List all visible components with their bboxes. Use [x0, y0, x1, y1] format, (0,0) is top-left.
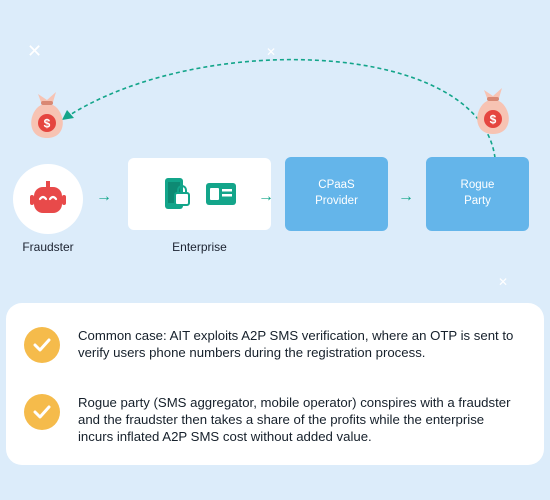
money-flow-arrow [62, 58, 496, 159]
fraudster-node [13, 164, 83, 234]
info-point-text: Rogue party (SMS aggregator, mobile oper… [78, 395, 511, 445]
info-point-text: Common case: AIT exploits A2P SMS verifi… [78, 328, 514, 361]
robot-icon [30, 181, 66, 213]
check-icon [24, 394, 60, 430]
decor-x-icon: ✕ [266, 45, 277, 59]
flow-arrow-icon: → [96, 188, 112, 205]
decor-x-icon: ✕ [27, 41, 43, 61]
cpaas-provider-node: CPaaS Provider [285, 157, 388, 231]
enterprise-label: Enterprise [172, 240, 227, 254]
check-icon [24, 327, 60, 363]
info-point: Common case: AIT exploits A2P SMS verifi… [24, 327, 522, 363]
flow-arrow-icon: → [398, 188, 414, 205]
cpaas-label-line1: CPaaS [318, 179, 355, 192]
info-point: Rogue party (SMS aggregator, mobile oper… [24, 394, 522, 445]
phone-lock-icon [164, 178, 190, 209]
id-card-icon [205, 183, 236, 205]
money-bag-icon: $ [31, 92, 63, 138]
svg-text:$: $ [44, 117, 51, 131]
enterprise-node [128, 158, 271, 230]
rogue-label-line1: Rogue [460, 179, 495, 192]
decor-x-icon: ✕ [498, 275, 509, 289]
flow-arrow-icon: → [258, 188, 274, 205]
money-bag-icon: $ [477, 88, 509, 134]
rogue-label-line2: Party [464, 195, 491, 207]
svg-text:$: $ [490, 113, 497, 127]
fraudster-label: Fraudster [22, 240, 74, 254]
rogue-party-node: Rogue Party [426, 157, 529, 231]
info-card: Common case: AIT exploits A2P SMS verifi… [6, 303, 544, 465]
cpaas-label-line2: Provider [315, 195, 358, 207]
